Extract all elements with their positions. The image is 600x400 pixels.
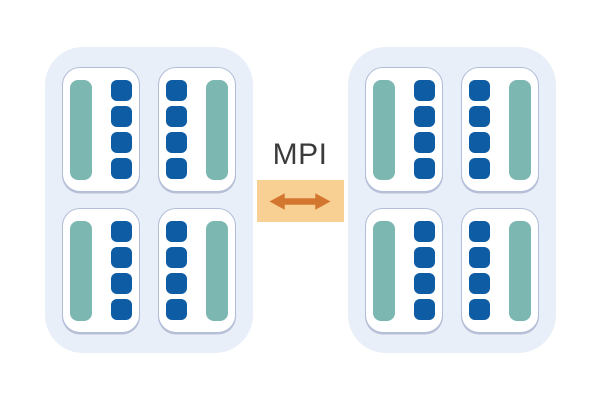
core-square <box>110 80 132 101</box>
core-square <box>165 132 187 153</box>
core-column <box>165 221 187 320</box>
core-column <box>110 80 132 179</box>
core-square <box>165 273 187 294</box>
core-column <box>165 80 187 179</box>
socket-card <box>364 67 443 192</box>
socket-card <box>460 67 539 192</box>
accelerator-bar <box>372 220 395 321</box>
double-arrow-icon <box>269 192 331 210</box>
mpi-diagram: MPI <box>44 47 556 353</box>
core-square <box>468 80 490 101</box>
compute-node-right <box>347 47 556 353</box>
mpi-connector: MPI <box>253 138 348 222</box>
core-square <box>110 158 132 179</box>
accelerator-bar <box>205 79 228 180</box>
core-column <box>413 80 435 179</box>
core-square <box>110 221 132 242</box>
core-square <box>413 299 435 320</box>
core-square <box>165 247 187 268</box>
core-square <box>413 221 435 242</box>
core-square <box>110 273 132 294</box>
core-column <box>468 221 490 320</box>
core-square <box>165 221 187 242</box>
core-column <box>110 221 132 320</box>
core-square <box>468 106 490 127</box>
core-square <box>413 106 435 127</box>
core-square <box>468 247 490 268</box>
core-square <box>468 299 490 320</box>
accelerator-bar <box>372 79 395 180</box>
core-square <box>165 299 187 320</box>
mpi-link-box <box>256 180 344 222</box>
core-square <box>468 158 490 179</box>
compute-node-left <box>44 47 253 353</box>
accelerator-bar <box>69 79 92 180</box>
socket-card <box>460 208 539 333</box>
accelerator-bar <box>69 220 92 321</box>
core-column <box>413 221 435 320</box>
socket-card <box>364 208 443 333</box>
core-square <box>110 132 132 153</box>
core-square <box>110 247 132 268</box>
core-square <box>165 80 187 101</box>
core-square <box>413 158 435 179</box>
core-square <box>413 247 435 268</box>
mpi-label: MPI <box>272 138 328 171</box>
socket-card <box>61 208 140 333</box>
core-square <box>468 273 490 294</box>
core-square <box>110 106 132 127</box>
core-square <box>165 106 187 127</box>
core-square <box>413 80 435 101</box>
core-square <box>110 299 132 320</box>
socket-card <box>157 67 236 192</box>
accelerator-bar <box>508 220 531 321</box>
accelerator-bar <box>205 220 228 321</box>
core-column <box>468 80 490 179</box>
accelerator-bar <box>508 79 531 180</box>
socket-card <box>157 208 236 333</box>
core-square <box>413 132 435 153</box>
core-square <box>413 273 435 294</box>
core-square <box>468 132 490 153</box>
core-square <box>468 221 490 242</box>
core-square <box>165 158 187 179</box>
socket-card <box>61 67 140 192</box>
